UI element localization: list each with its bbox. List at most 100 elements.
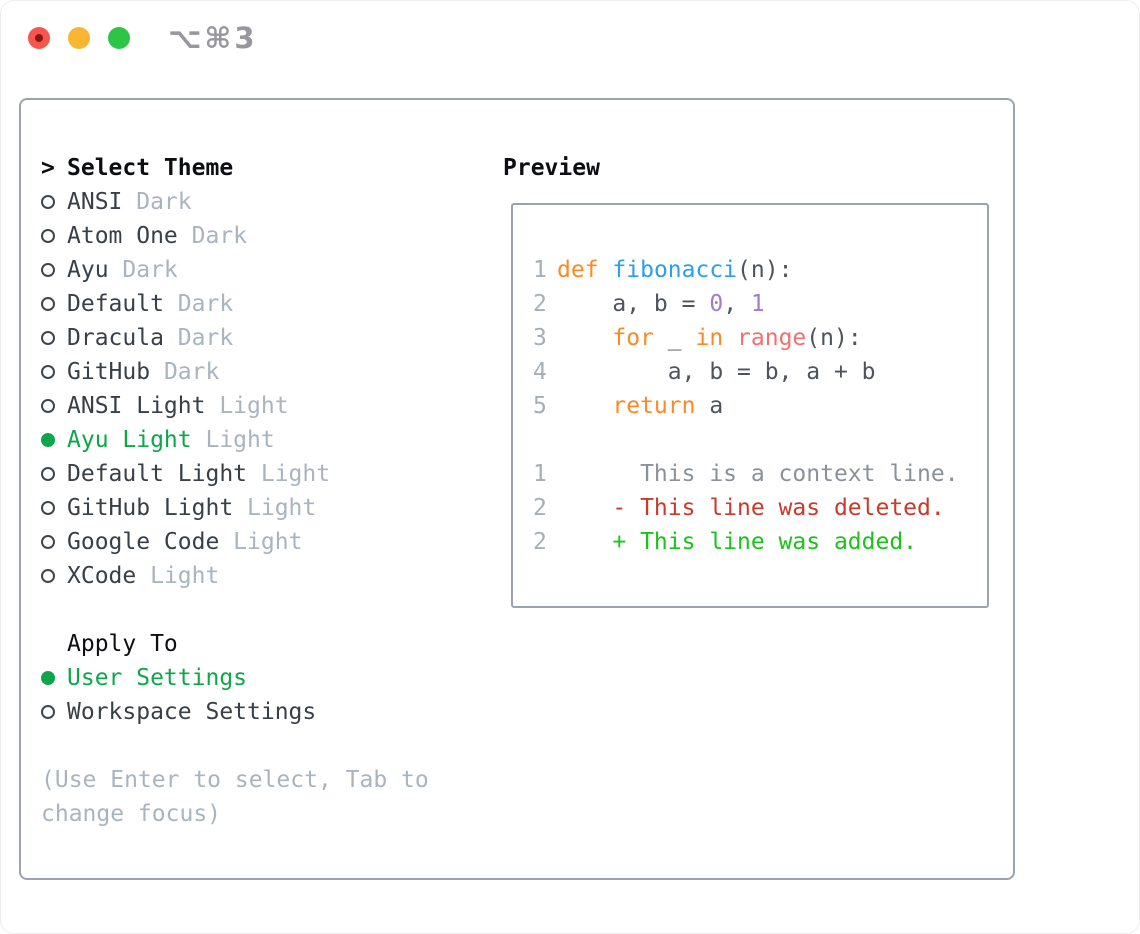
code-token: a, b = <box>557 291 710 317</box>
line-number: 2 <box>533 291 547 317</box>
radio-icon <box>41 331 55 345</box>
code-token <box>557 393 612 419</box>
minimize-button[interactable] <box>68 27 90 49</box>
code-token: a, b = b, a + b <box>557 359 876 385</box>
code-token <box>599 257 613 283</box>
code-line: 2 - This line was deleted. <box>533 491 987 525</box>
theme-name: XCode <box>67 563 137 589</box>
theme-variant: Light <box>219 529 303 555</box>
theme-name: Default Light <box>67 461 248 487</box>
apply-to-header: Apply To <box>41 627 501 661</box>
code-token: _ <box>653 325 696 351</box>
code-token: (n): <box>806 325 862 351</box>
theme-variant: Dark <box>122 189 192 215</box>
code-token: a <box>695 393 724 419</box>
hint-text: (Use Enter to select, Tab to change focu… <box>41 767 429 827</box>
theme-name: Atom One <box>67 223 178 249</box>
radio-selected-icon <box>41 671 55 685</box>
line-number: 1 <box>533 461 547 487</box>
select-theme-header-label: Select Theme <box>67 155 234 181</box>
code-token: 1 <box>750 291 765 317</box>
code-token: fibonacci <box>612 257 738 283</box>
radio-icon <box>41 399 55 413</box>
radio-icon <box>41 569 55 583</box>
theme-option-github-dark[interactable]: GitHub Dark <box>41 355 501 389</box>
code-line: 3 for _ in range(n): <box>533 321 987 355</box>
theme-variant: Light <box>191 427 275 453</box>
prompt-marker-icon: > <box>41 155 55 181</box>
theme-variant: Dark <box>150 359 220 385</box>
code-line: 1 def fibonacci(n): <box>533 253 987 287</box>
radio-icon <box>41 263 55 277</box>
theme-name: Google Code <box>67 529 220 555</box>
code-line: 5 return a <box>533 389 987 423</box>
radio-icon <box>41 535 55 549</box>
theme-variant: Light <box>205 393 289 419</box>
close-dot-icon <box>35 34 43 42</box>
line-number: 2 <box>533 495 547 521</box>
theme-name: Ayu Light <box>67 427 192 453</box>
spacer <box>41 729 501 763</box>
code-token: - This line was deleted. <box>557 495 945 521</box>
theme-option-xcode-light[interactable]: XCode Light <box>41 559 501 593</box>
code-token <box>723 325 737 351</box>
radio-icon <box>41 195 55 209</box>
theme-name: ANSI Light <box>67 393 206 419</box>
theme-name: GitHub Light <box>67 495 234 521</box>
theme-name: Default <box>67 291 164 317</box>
theme-variant: Dark <box>177 223 248 249</box>
window-title: ⌥⌘3 <box>168 21 258 55</box>
code-line: 2 + This line was added. <box>533 525 987 559</box>
theme-option-ansi-dark[interactable]: ANSI Dark <box>41 185 501 219</box>
code-token: def <box>557 257 599 283</box>
theme-option-ayu-light-light[interactable]: Ayu Light Light <box>41 423 501 457</box>
code-line: 4 a, b = b, a + b <box>533 355 987 389</box>
spacer <box>41 593 501 627</box>
code-line: 1 This is a context line. <box>533 457 987 491</box>
radio-icon <box>41 365 55 379</box>
theme-name: Ayu <box>67 257 109 283</box>
theme-option-github-light-light[interactable]: GitHub Light Light <box>41 491 501 525</box>
theme-name: Dracula <box>67 325 164 351</box>
code-token: return <box>612 393 696 419</box>
close-button[interactable] <box>28 27 50 49</box>
radio-icon <box>41 297 55 311</box>
code-token: 0 <box>709 291 724 317</box>
zoom-button[interactable] <box>108 27 130 49</box>
apply-option-label: User Settings <box>67 665 248 691</box>
theme-option-dracula-dark[interactable]: Dracula Dark <box>41 321 501 355</box>
theme-option-google-code-light[interactable]: Google Code Light <box>41 525 501 559</box>
theme-variant: Light <box>233 495 317 521</box>
theme-variant: Light <box>136 563 220 589</box>
apply-to-header-label: Apply To <box>67 631 178 657</box>
line-number: 2 <box>533 529 547 555</box>
apply-option-workspace-settings[interactable]: Workspace Settings <box>41 695 501 729</box>
theme-variant: Dark <box>108 257 178 283</box>
theme-option-atom-one-dark[interactable]: Atom One Dark <box>41 219 501 253</box>
theme-name: ANSI <box>67 189 123 215</box>
line-number: 5 <box>533 393 547 419</box>
code-token: (n): <box>737 257 793 283</box>
code-line: 2 a, b = 0, 1 <box>533 287 987 321</box>
radio-selected-icon <box>41 433 55 447</box>
theme-variant: Dark <box>163 291 234 317</box>
theme-option-default-dark[interactable]: Default Dark <box>41 287 501 321</box>
theme-option-ayu-dark[interactable]: Ayu Dark <box>41 253 501 287</box>
apply-option-user-settings[interactable]: User Settings <box>41 661 501 695</box>
code-token <box>557 325 612 351</box>
select-theme-header: > Select Theme <box>41 151 501 185</box>
code-token: This is a context line. <box>557 461 959 487</box>
line-number: 4 <box>533 359 547 385</box>
code-token: , <box>723 291 751 317</box>
line-number: 3 <box>533 325 547 351</box>
line-number: 1 <box>533 257 547 283</box>
code-token: for <box>612 325 654 351</box>
theme-option-ansi-light-light[interactable]: ANSI Light Light <box>41 389 501 423</box>
code-token: range <box>737 325 807 351</box>
theme-option-default-light-light[interactable]: Default Light Light <box>41 457 501 491</box>
